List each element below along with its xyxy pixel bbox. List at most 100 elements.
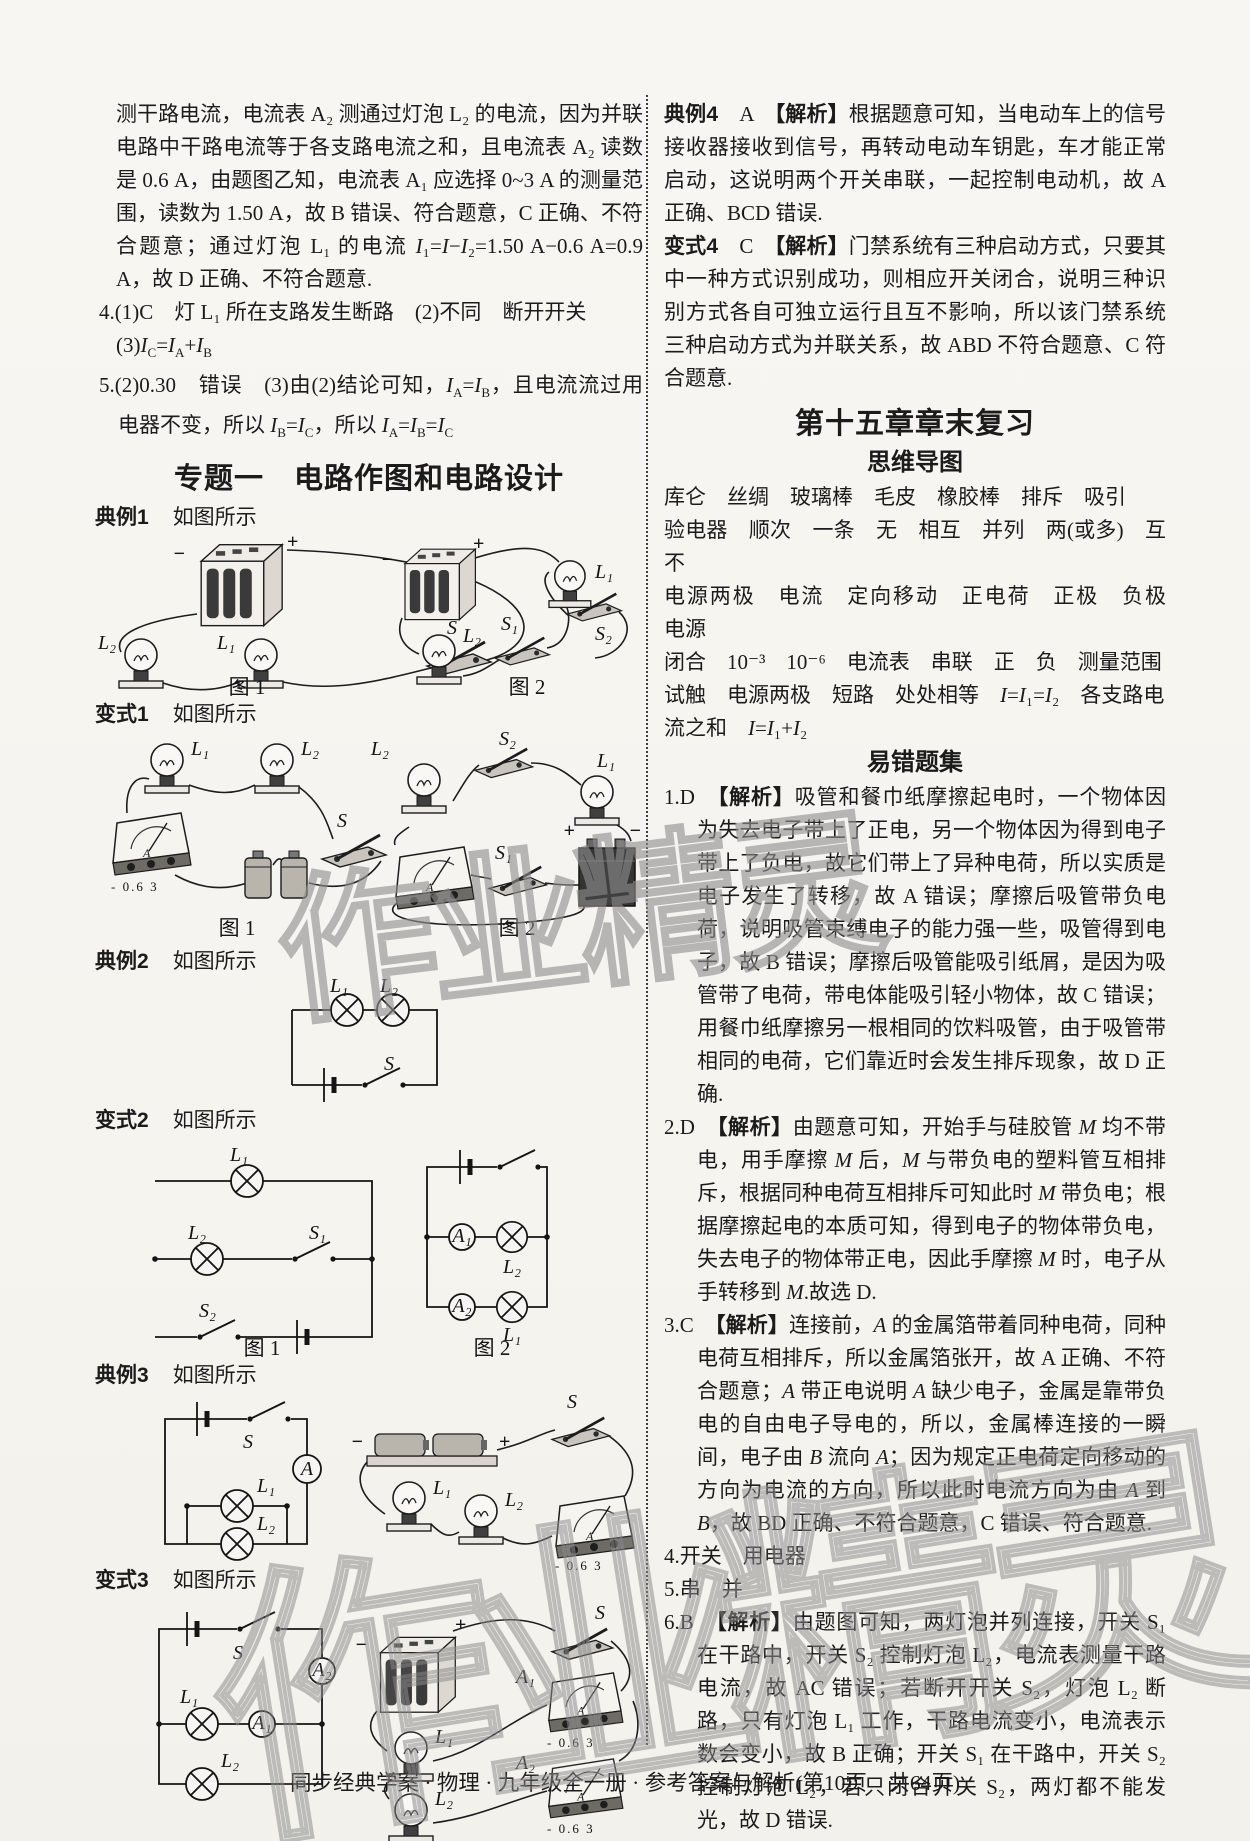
switch-label: S₁ <box>501 613 518 635</box>
answer3-continuation: 测干路电流，电流表 A₂ 测通过灯泡 L₂ 的电流，因为并联电路中干路电流等于各… <box>116 102 643 291</box>
junction-dot <box>368 1255 375 1262</box>
circuit-wire <box>154 1179 373 1338</box>
variant1-label: 变式1 <box>95 702 149 726</box>
wire <box>398 547 628 677</box>
wire <box>391 761 632 926</box>
ammeter-label: A₂ <box>450 1295 471 1317</box>
knife-switch-icon <box>487 865 548 897</box>
lamp-label: L₂ <box>434 1788 453 1810</box>
switch-label: S <box>243 1431 253 1453</box>
bulb-icon <box>457 1493 504 1545</box>
lamp-label: L₂ <box>256 1513 275 1535</box>
variant1-figure: L₁ L₂ - 0.6 3 S 图 1 L₂ S₂ <box>111 728 641 940</box>
error-item-5: 5.串 并 <box>664 1577 743 1601</box>
knife-switch-icon <box>550 1416 611 1448</box>
dry-cell-icon <box>373 1432 429 1457</box>
switch-symbol-icon <box>245 1400 292 1423</box>
knife-switch-icon <box>320 833 387 869</box>
example2-label: 典例2 <box>95 949 149 973</box>
bulb-icon <box>573 774 620 826</box>
error-item-2: 2.D 【解析】由题意可知，开始手与硅胶管 M 均不带电，用手摩擦 M 后，M … <box>664 1115 1167 1304</box>
battery-icon <box>379 1636 456 1713</box>
circuit-wire <box>290 1008 438 1086</box>
knife-switch-icon <box>473 747 534 779</box>
switch-label: S₁ <box>309 1222 326 1244</box>
knife-switch-icon <box>550 1627 614 1661</box>
variant2-text: 如图所示 <box>172 1107 257 1132</box>
dry-cell-icon <box>279 849 308 899</box>
lamp-label: L₂ <box>462 625 481 647</box>
switch-label: S₁ <box>495 842 512 864</box>
junction-dot <box>155 1720 162 1727</box>
error-item-3: 3.C 【解析】连接前，A 的金属箔带着同种电荷，同种电荷互相排斥，所以金属箔张… <box>664 1313 1167 1535</box>
ammeter-label: A₁ <box>450 1225 471 1247</box>
figure1-caption: 图 1 <box>228 675 265 699</box>
bulb-icon <box>387 1792 434 1841</box>
figure1-caption: 图 1 <box>218 916 255 940</box>
mindmap-heading: 思维导图 <box>867 449 963 476</box>
switch-label: S₂ <box>199 1300 216 1322</box>
example3-text: 如图所示 <box>172 1362 257 1387</box>
battery-icon <box>403 548 476 620</box>
accumulator-icon <box>577 837 636 907</box>
junction-dot <box>318 1720 325 1727</box>
mindmap-line: 闭合 10⁻³ 10⁻⁶ 电流表 串联 正 负 测量范围 <box>664 650 1162 674</box>
variant1-text: 如图所示 <box>172 701 257 726</box>
switch-symbol-icon <box>235 1610 282 1633</box>
junction-dot <box>423 1233 430 1240</box>
lamp-label: L₂ <box>97 632 116 654</box>
ammeter-label: A₁ <box>250 1712 271 1734</box>
error-item-7: 7.0.4 0.5 <box>664 1837 1166 1841</box>
column-divider <box>646 95 648 1745</box>
variant3-text: 如图所示 <box>172 1567 257 1592</box>
battery-minus-label: − <box>629 820 640 842</box>
bulb-icon <box>143 742 190 794</box>
meter-scale-label: - 0.6 3 <box>555 1558 603 1573</box>
lamp-symbol-icon <box>329 992 364 1027</box>
ammeter-meter-icon <box>554 1494 635 1559</box>
switch-label: S <box>337 810 347 832</box>
variant1-row: 变式1 如图所示 <box>95 699 643 730</box>
circuit-wire <box>163 1417 308 1545</box>
bulb-icon <box>400 762 447 814</box>
example2-figure: S L₁ L₂ <box>290 975 438 1102</box>
lamp-label: L₂ <box>369 738 388 760</box>
switch-symbol-icon <box>495 1148 542 1171</box>
lamp-symbol-icon <box>495 1290 528 1323</box>
switch-label: S <box>233 1642 243 1664</box>
variant4-answer: 变式4 C 【解析】门禁系统有三种启动方式，只要其中一种方式识别成功，则相应开关… <box>664 234 1166 390</box>
meter-scale-label: - 0.6 3 <box>111 879 159 894</box>
lamp-label: L₁ <box>434 1726 453 1748</box>
lamp-label: L₁ <box>216 632 235 654</box>
dry-cell-icon <box>243 849 272 899</box>
variant3-label: 变式3 <box>95 1568 149 1592</box>
mindmap-line: 库仑 丝绸 玻璃棒 毛皮 橡胶棒 排斥 吸引 <box>664 485 1126 509</box>
battery-plus-label: + <box>563 820 574 842</box>
ammeter-meter-icon <box>394 845 475 910</box>
ammeter-symbol-icon <box>291 1453 322 1484</box>
answer4-line2: (3)IC=IA+IB <box>116 333 212 361</box>
bulb-icon <box>385 1480 432 1532</box>
mindmap-line: 验电器 顺次 一条 无 相互 并列 两(或多) 互不 <box>664 518 1166 575</box>
battery-plus-label: + <box>473 533 484 555</box>
lamp-label: L₂ <box>378 975 397 997</box>
lamp-label: L₁ <box>228 1144 247 1166</box>
battery-minus-label: − <box>351 1431 362 1453</box>
example3-figure: S A L₁ L₂ − + S L₁ <box>163 1391 635 1573</box>
lamp-symbol-icon <box>219 1526 254 1561</box>
battery-minus-label: − <box>355 1634 366 1656</box>
junction-dot <box>151 1255 158 1262</box>
cell-holder <box>365 1454 498 1467</box>
lamp-symbol-icon <box>229 1163 264 1198</box>
switch-label: S₂ <box>595 623 612 645</box>
switch-label: S₂ <box>499 728 516 750</box>
lamp-label: L₂ <box>501 1256 520 1278</box>
switch-symbol-icon <box>195 1318 242 1341</box>
circuit-wire <box>425 1165 548 1308</box>
example1-figure: − + L₂ L₁ S 图 1 − + L₁ L₂ <box>97 531 628 699</box>
wire <box>125 776 382 888</box>
